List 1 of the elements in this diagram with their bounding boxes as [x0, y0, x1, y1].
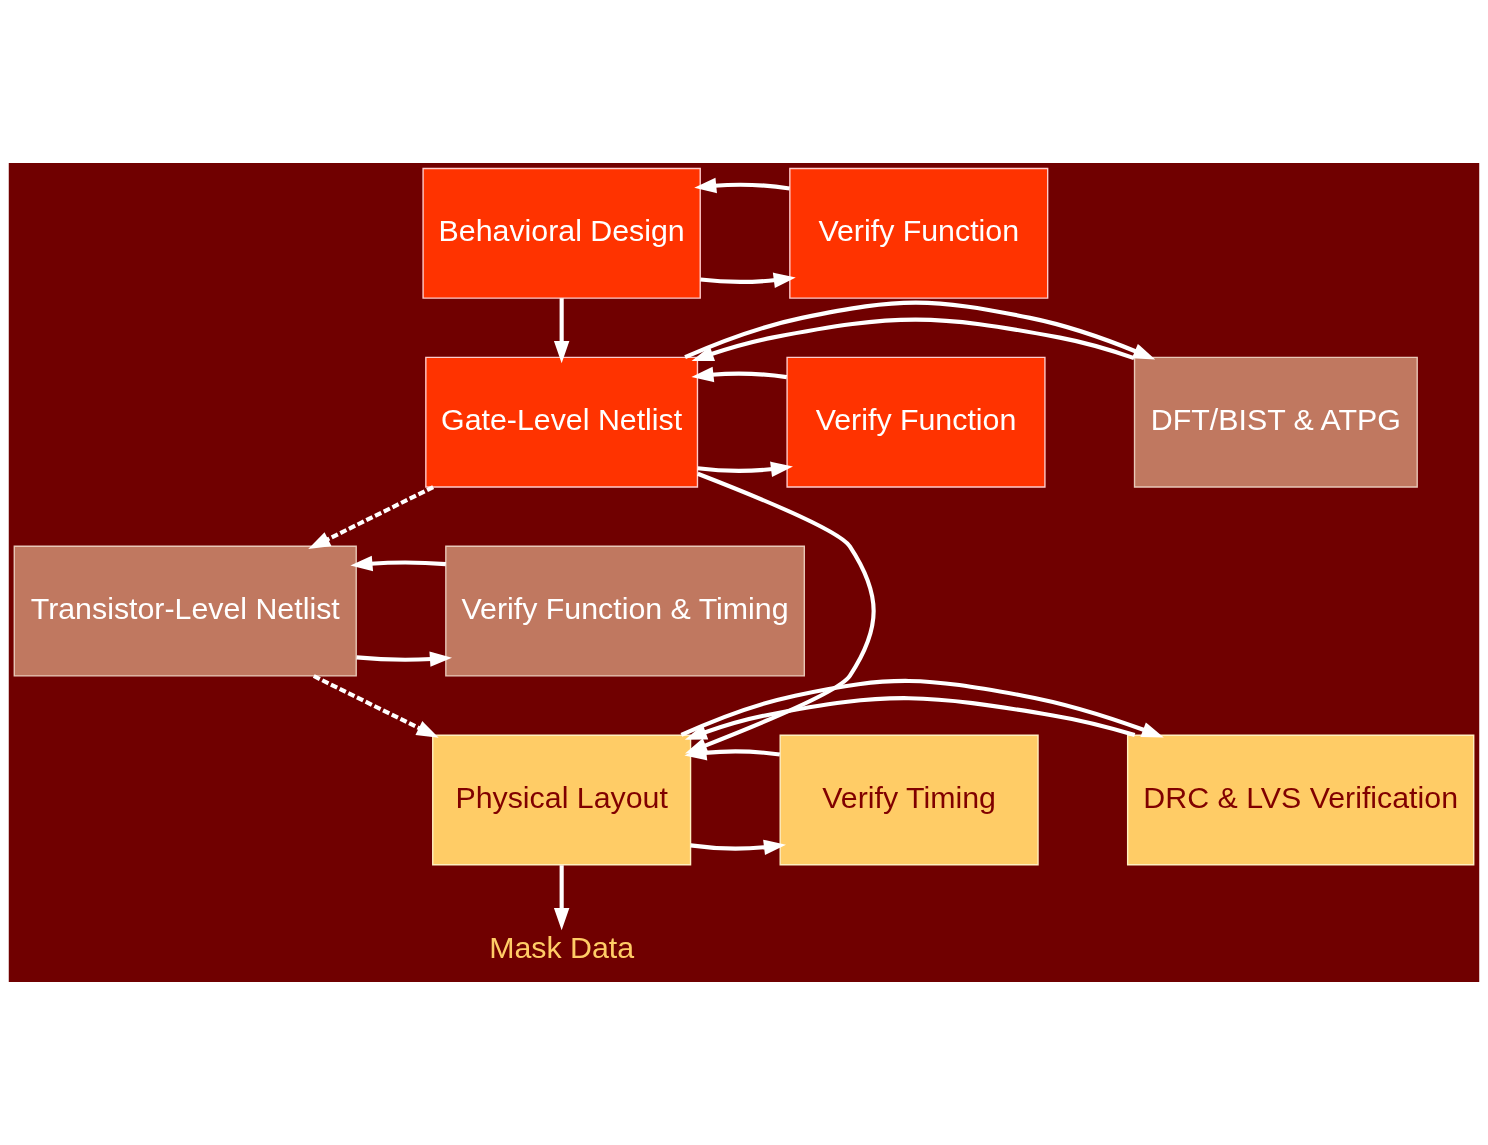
node-text: Mask Data: [489, 931, 635, 965]
